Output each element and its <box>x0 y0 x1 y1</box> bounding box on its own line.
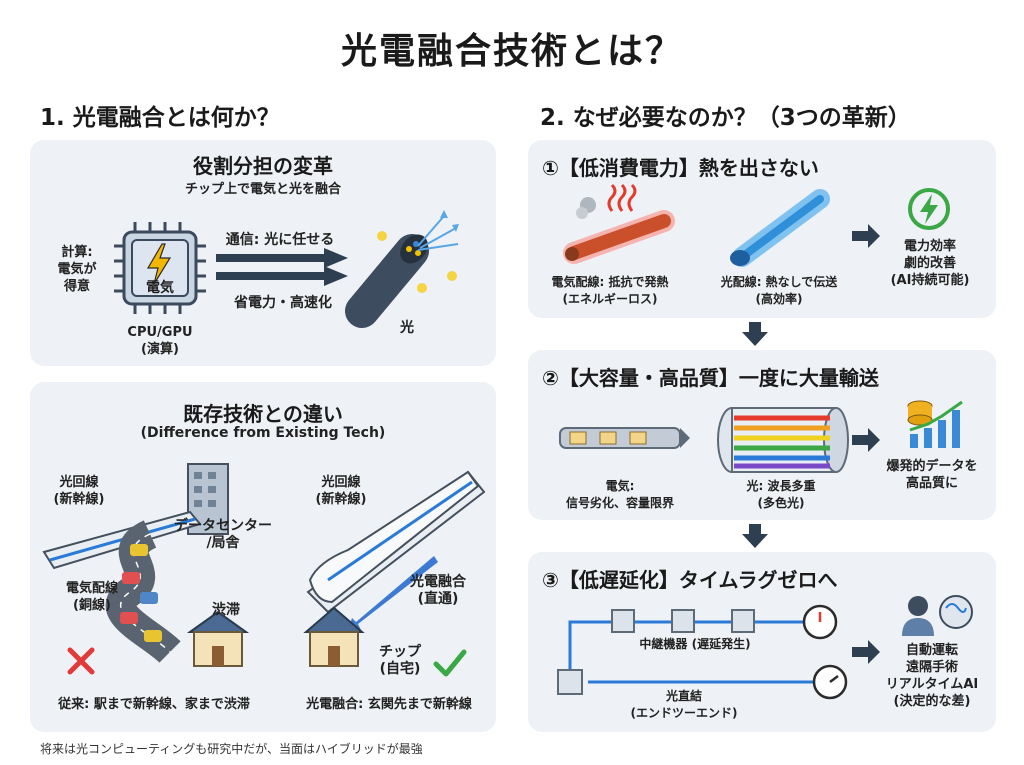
role-subtitle: チップ上で電気と光を融合 <box>184 182 341 197</box>
s2-optical-label: 光: 波長多重(多色光) <box>746 479 816 510</box>
section1-panel <box>528 140 996 318</box>
flow-arrow-2 <box>742 524 768 548</box>
footer-note: 将来は光コンピューティングも研究中だが、当面はハイブリッドが最強 <box>40 742 423 756</box>
section3-title: ③【低遅延化】タイムラグゼロへ <box>542 568 838 592</box>
s1-result-arrow <box>852 224 880 248</box>
light-label: 光 <box>400 320 414 336</box>
old-scene-illustration <box>42 463 250 667</box>
power-efficiency-icon <box>908 188 950 230</box>
diff-panel <box>30 382 496 732</box>
optical-wire-icon <box>730 189 830 267</box>
s3-direct-label: 光直結(エンドツーエンド) <box>630 689 738 720</box>
page-title: 光電融合技術とは？ <box>340 31 683 72</box>
wavelength-pipe-icon <box>717 407 849 473</box>
chip-text: 電気 <box>146 280 174 296</box>
s3-result-arrow <box>852 640 880 664</box>
new-scene-illustration <box>303 470 486 667</box>
chip-icon <box>114 222 206 314</box>
section2-title: ②【大容量・高品質】一度に大量輸送 <box>542 366 879 390</box>
data-chart-icon <box>907 400 963 448</box>
s1-optical-label: 光配線: 熱なしで伝送(高効率) <box>720 275 838 306</box>
chip-caption: CPU/GPU(演算) <box>127 325 193 357</box>
s1-elec-label: 電気配線: 抵抗で発熱(エネルギーロス) <box>551 275 669 306</box>
s3-relay-label: 中継機器 (遅延発生) <box>639 637 751 651</box>
section1-title: ①【低消費電力】熱を出さない <box>542 156 819 180</box>
section3-panel <box>528 552 996 732</box>
hot-wire-icon <box>563 183 675 264</box>
comm-label: 通信: 光に任せる <box>225 232 335 248</box>
traffic-label: 渋滞 <box>212 602 240 618</box>
cross-icon <box>67 647 95 675</box>
flow-arrow-1 <box>742 322 768 346</box>
new-caption: 光電融合: 玄関先まで新幹線 <box>306 697 472 712</box>
left-heading: 1. 光電融合とは何か？ <box>40 105 280 131</box>
s1-result-label: 電力効率劇的改善(AI持続可能) <box>890 239 970 288</box>
diff-title: 既存技術との違い <box>183 402 343 426</box>
s2-result-arrow <box>852 428 880 452</box>
new-line-label: 光回線(新幹線) <box>315 475 367 507</box>
s2-elec-label: 電気:信号劣化、容量限界 <box>565 479 674 510</box>
diff-subtitle: (Difference from Existing Tech) <box>140 425 386 441</box>
s3-result-label: 自動運転遠隔手術リアルタイムAI(決定的な差) <box>885 643 979 709</box>
old-caption: 従来: 駅まで新幹線、家まで渋滞 <box>58 697 250 712</box>
calc-label: 計算:電気が得意 <box>57 245 97 294</box>
copper-pipe-icon <box>559 427 690 449</box>
chip-home-label: チップ(自宅) <box>379 644 421 677</box>
fiber-cable-icon <box>345 210 459 328</box>
old-line-label: 光回線(新幹線) <box>53 475 105 507</box>
datacenter-label: データセンター/局舎 <box>174 518 272 551</box>
copper-label: 電気配線(銅線) <box>65 581 118 613</box>
direct-label: 光電融合(直通) <box>410 574 466 607</box>
latency-diagram <box>557 604 848 700</box>
right-heading: 2. なぜ必要なのか？（3つの革新） <box>540 105 911 131</box>
s2-result-label: 爆発的データを高品質に <box>886 459 978 491</box>
check-icon <box>433 649 467 677</box>
role-title: 役割分担の変革 <box>193 154 333 178</box>
arrows-to-light <box>216 248 348 286</box>
doctor-ai-icon <box>902 595 973 636</box>
power-label: 省電力・高速化 <box>234 295 332 311</box>
